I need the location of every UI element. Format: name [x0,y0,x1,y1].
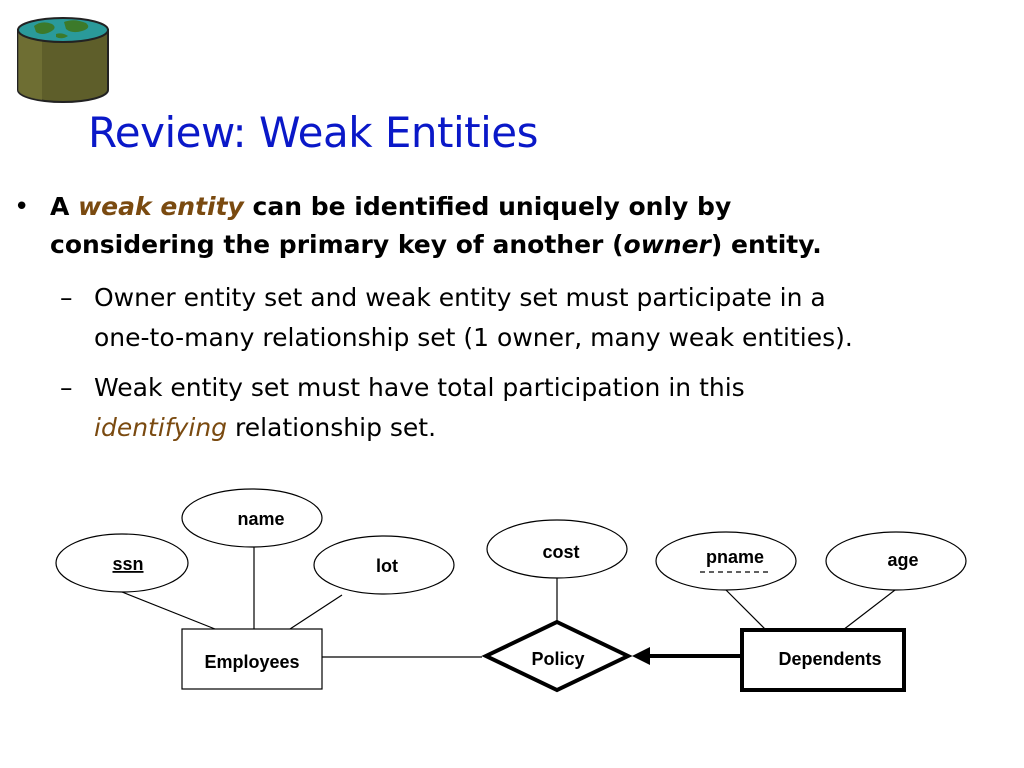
attr-lot-ellipse [313,535,455,595]
attr-name: name [237,509,284,529]
attr-lot: lot [376,556,398,576]
bullet-line1-rest: can be identified uniquely only by [243,192,732,221]
attr-cost: cost [542,542,579,562]
bullet-line2-start: considering the primary key of another ( [50,230,624,259]
bullet-text: A weak entity can be identified uniquely… [50,188,1010,264]
dash-icon: – [60,283,73,312]
er-diagram: ssn name lot cost pname age Employees De… [55,488,967,693]
attr-ssn-ellipse [55,533,189,593]
entity-employees-box [181,628,323,690]
arrow-head-icon [632,647,650,665]
relationship-policy: Policy [531,649,584,669]
ssn-employees-line [121,591,216,630]
bullet-line2-end: ) entity. [710,230,822,259]
term-weak-entity: weak entity [78,192,244,221]
sub-bullet-text: Weak entity set must have total particip… [94,368,1014,448]
attr-pname-ellipse [655,531,797,591]
attr-ssn: ssn [112,554,143,574]
age-dependents-line [842,589,896,631]
slide-title: Review: Weak Entities [88,108,539,157]
term-identifying: identifying [94,413,228,442]
attr-age-ellipse [825,531,967,591]
sub2-line1: Weak entity set must have total particip… [94,373,745,402]
weak-entity-dependents-box [740,628,906,692]
pname-dependents-line [725,589,767,631]
entity-dependents: Dependents [778,649,881,669]
lot-employees-line [289,594,343,630]
sub1-line2: one-to-many relationship set (1 owner, m… [94,323,853,352]
relationship-policy-diamond [481,619,633,693]
bullet-prefix: A [50,192,79,221]
attr-name-ellipse [181,488,323,548]
term-owner: owner [623,230,711,259]
attr-cost-ellipse [486,519,628,579]
attr-age: age [887,550,918,570]
attr-pname: pname [706,547,764,567]
bullet-dot-icon: • [14,192,30,222]
database-globe-icon [17,17,109,103]
sub1-line1: Owner entity set and weak entity set mus… [94,283,826,312]
sub2-line2-rest: relationship set. [227,413,437,442]
connector-lines [121,546,896,658]
dash-icon: – [60,373,73,402]
sub-bullet-text: Owner entity set and weak entity set mus… [94,278,1014,358]
entity-employees: Employees [204,652,299,672]
